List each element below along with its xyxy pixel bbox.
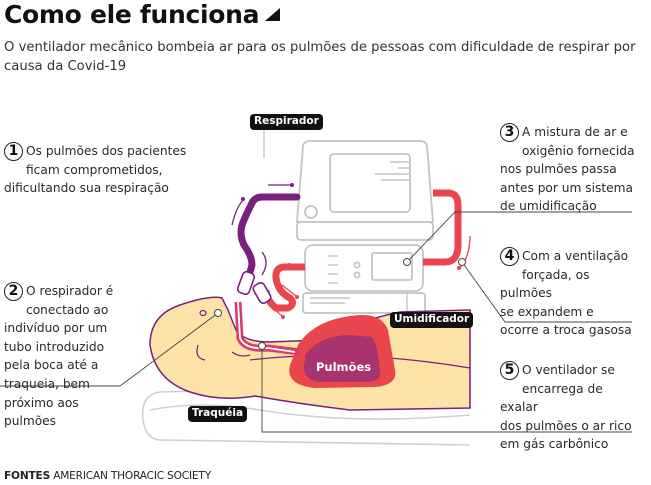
label-pulmoes: Pulmões: [316, 360, 372, 374]
step-5-rest: dos pulmões o ar rico em gás carbônico: [500, 418, 632, 452]
step-4-line1: Com a ventilação: [522, 249, 629, 263]
step-4-line2: forçada, os pulmões: [500, 267, 590, 301]
connector: [236, 270, 272, 304]
number-1-icon: 1: [4, 142, 23, 161]
step-4-rest: se expandem e ocorre a troca gasosa: [500, 304, 632, 338]
step-2-rest: indivíduo por um tubo introduzido pela b…: [4, 321, 108, 429]
title-text: Como ele funciona: [4, 0, 260, 29]
label-umidificador: Umidificador: [390, 312, 474, 328]
step-5-line2: encarrega de exalar: [500, 381, 603, 415]
respirador-device: [296, 140, 434, 314]
triangle-icon: [265, 8, 281, 21]
number-4-icon: 4: [500, 247, 519, 266]
leader-lines: [0, 211, 632, 433]
page-title: Como ele funciona: [4, 0, 281, 29]
number-5-icon: 5: [500, 361, 519, 380]
step-3-line1: A mistura de ar e: [522, 125, 628, 139]
step-4: 4 Com a ventilação forçada, os pulmões s…: [500, 247, 635, 340]
label-traqueia: Traquéia: [188, 406, 248, 422]
red-tube-right: [423, 189, 462, 266]
flow-arrows: [231, 183, 471, 319]
step-1-line1: Os pulmões dos pacientes: [26, 144, 187, 158]
step-2-line1: O respirador é: [26, 284, 114, 298]
step-1-rest: dificultando sua respiração: [4, 181, 169, 196]
leader-dots: [214, 258, 466, 350]
step-3-rest: nos pulmões passa antes por um sistema d…: [500, 162, 633, 214]
step-1-line2: ficam comprometidos,: [26, 162, 163, 177]
source-credit: FONTES AMERICAN THORACIC SOCIETY: [4, 470, 211, 482]
step-5-line1: O ventilador se: [522, 363, 615, 377]
tube-inner-line: [237, 301, 296, 353]
purple-tube: [237, 193, 301, 276]
source-text: AMERICAN THORACIC SOCIETY: [53, 470, 211, 482]
step-2-line2: conectado ao: [26, 302, 109, 317]
step-3: 3 A mistura de ar e oxigênio fornecida n…: [500, 123, 635, 216]
step-1: 1 Os pulmões dos pacientes ficam comprom…: [4, 142, 204, 198]
number-3-icon: 3: [500, 123, 519, 142]
number-2-icon: 2: [4, 282, 23, 301]
step-2: 2 O respirador é conectado ao indivíduo …: [4, 282, 134, 431]
device-lines: [263, 130, 410, 315]
label-respirador: Respirador: [250, 114, 323, 130]
lungs-inner: [303, 335, 381, 382]
red-tube-left: [262, 263, 305, 312]
step-5: 5 O ventilador se encarrega de exalar do…: [500, 361, 635, 454]
source-prefix: FONTES: [4, 470, 51, 482]
subtitle: O ventilador mecânico bombeia ar para os…: [4, 40, 636, 74]
step-3-line2: oxigênio fornecida: [522, 143, 635, 158]
